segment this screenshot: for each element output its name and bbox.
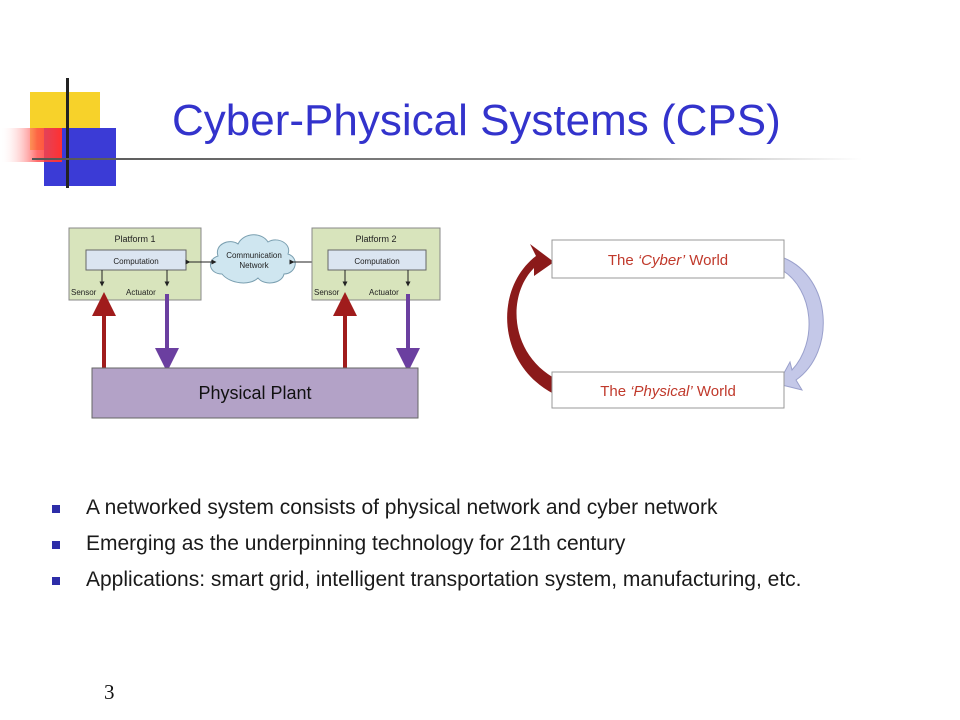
bullet-list: A networked system consists of physical … [52,494,932,602]
platform-1-computation-label: Computation [113,257,158,266]
svg-text:The ‘Physical’ World: The ‘Physical’ World [600,383,736,400]
bullet-text: Applications: smart grid, intelligent tr… [86,568,802,591]
cyber-world-em: ‘Cyber’ [638,252,686,269]
physical-world-pre: The [600,383,630,400]
platform-1-actuator-label: Actuator [126,288,156,297]
physical-arc-arrow [777,257,824,391]
cps-architecture-diagram: Platform 1 Computation Sensor Actuator C… [68,227,441,419]
svg-text:The ‘Cyber’ World: The ‘Cyber’ World [608,252,728,269]
bullet-text: Emerging as the underpinning technology … [86,532,626,555]
physical-world-box: The ‘Physical’ World [551,371,785,409]
platform-2: Platform 2 Computation Sensor Actuator [311,227,441,301]
bullet-text: A networked system consists of physical … [86,496,718,519]
physical-plant: Physical Plant [91,367,419,419]
bullet-item: A networked system consists of physical … [52,494,932,521]
cyber-world-post: World [685,252,728,269]
bullet-marker [52,577,60,585]
bullet-marker [52,505,60,513]
platform-2-actuator-label: Actuator [369,288,399,297]
platform-1-sensor-label: Sensor [71,288,97,297]
decorative-corner [0,78,132,188]
physical-plant-label: Physical Plant [198,383,311,403]
cyber-world-box: The ‘Cyber’ World [551,239,785,279]
title-rule [32,158,862,160]
communication-network-cloud: Communication Network [210,234,296,284]
platform-1-label: Platform 1 [114,234,155,244]
platform-2-sensor-label: Sensor [314,288,340,297]
physical-world-post: World [693,383,736,400]
bullet-item: Emerging as the underpinning technology … [52,530,932,557]
bullet-marker [52,541,60,549]
cyber-arc-arrow [507,244,558,394]
slide-title: Cyber-Physical Systems (CPS) [172,96,781,145]
bullet-item: Applications: smart grid, intelligent tr… [52,566,932,593]
platform-2-computation-label: Computation [354,257,399,266]
cyber-world-pre: The [608,252,638,269]
cyber-physical-world-diagram: The ‘Cyber’ World The ‘Physical’ World [507,239,824,409]
network-label-line2: Network [239,261,269,270]
network-label-line1: Communication [226,251,282,260]
physical-world-em: ‘Physical’ [630,383,693,400]
platform-1: Platform 1 Computation Sensor Actuator [68,227,202,301]
page-number: 3 [104,680,115,704]
platform-2-label: Platform 2 [355,234,396,244]
